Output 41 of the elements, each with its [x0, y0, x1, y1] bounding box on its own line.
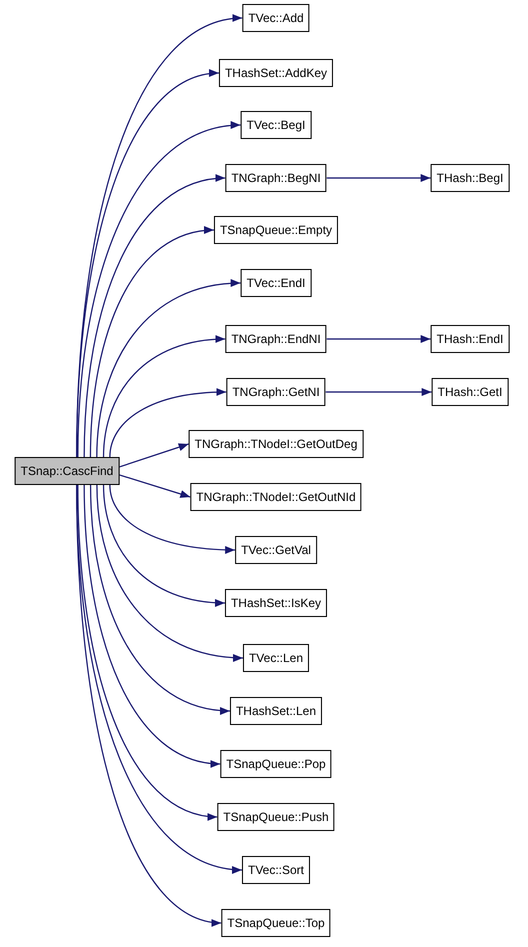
call-arrow [96, 484, 244, 662]
function-box: TNGraph::EndNI [225, 325, 327, 353]
call-arrow [326, 335, 431, 343]
call-arrow [77, 122, 241, 458]
call-arrow [326, 174, 431, 182]
call-arrow [77, 484, 218, 820]
function-box: TVec::EndI [240, 269, 312, 297]
function-box: TNGraph::TNodeI::GetOutDeg [188, 430, 364, 458]
function-box: THash::EndI [430, 325, 510, 353]
call-arrow [84, 484, 220, 767]
call-arrow [119, 443, 189, 468]
function-box: THash::GetI [432, 378, 508, 406]
function-box: TVec::Sort [242, 856, 310, 884]
function-box: TSnapQueue::Push [217, 803, 335, 831]
function-box: TSnapQueue::Empty [214, 216, 338, 244]
call-arrow [96, 280, 241, 458]
function-box: THashSet::IsKey [224, 589, 328, 617]
call-arrow [102, 336, 226, 458]
function-box: TVec::GetVal [235, 536, 317, 564]
function-box: TVec::BegI [240, 111, 312, 139]
function-box: TNGraph::BegNI [225, 164, 327, 192]
call-arrow [326, 388, 432, 396]
call-arrow [102, 484, 225, 606]
call-arrow [90, 484, 230, 714]
function-box: TVec::Len [242, 644, 310, 672]
call-arrow [109, 388, 226, 458]
call-arrow [119, 474, 190, 498]
call-arrow [84, 175, 226, 458]
function-box: TSnapQueue::Pop [220, 750, 332, 778]
call-arrow [76, 70, 220, 458]
function-box: THash::BegI [430, 164, 510, 192]
function-box: TVec::Add [242, 4, 310, 32]
call-arrow [109, 484, 236, 554]
function-box: TSnapQueue::Top [221, 909, 331, 937]
function-box: THashSet::AddKey [218, 59, 334, 87]
function-box: TNGraph::GetNI [226, 378, 326, 406]
call-arrow [76, 484, 222, 926]
selected-function-box: TSnap::CascFind [14, 457, 120, 485]
call-arrow [90, 227, 214, 458]
function-box: THashSet::Len [230, 697, 322, 725]
function-box: TNGraph::TNodeI::GetOutNId [190, 483, 362, 511]
